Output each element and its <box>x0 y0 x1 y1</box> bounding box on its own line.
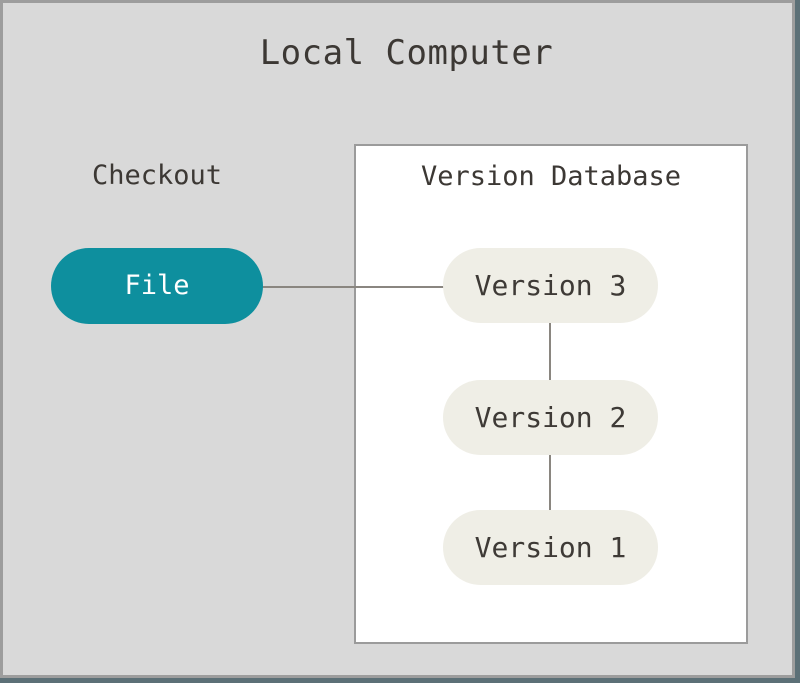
version-1-node: Version 1 <box>443 510 658 585</box>
version-2-node: Version 2 <box>443 380 658 455</box>
version-database-label: Version Database <box>420 161 682 192</box>
checkout-label: Checkout <box>91 160 223 191</box>
file-node: File <box>51 248 263 324</box>
version2-to-version1-connector <box>549 453 551 511</box>
local-computer-title: Local Computer <box>259 33 554 73</box>
file-to-version3-connector <box>261 286 445 288</box>
version-3-node: Version 3 <box>443 248 658 323</box>
version3-to-version2-connector <box>549 321 551 381</box>
